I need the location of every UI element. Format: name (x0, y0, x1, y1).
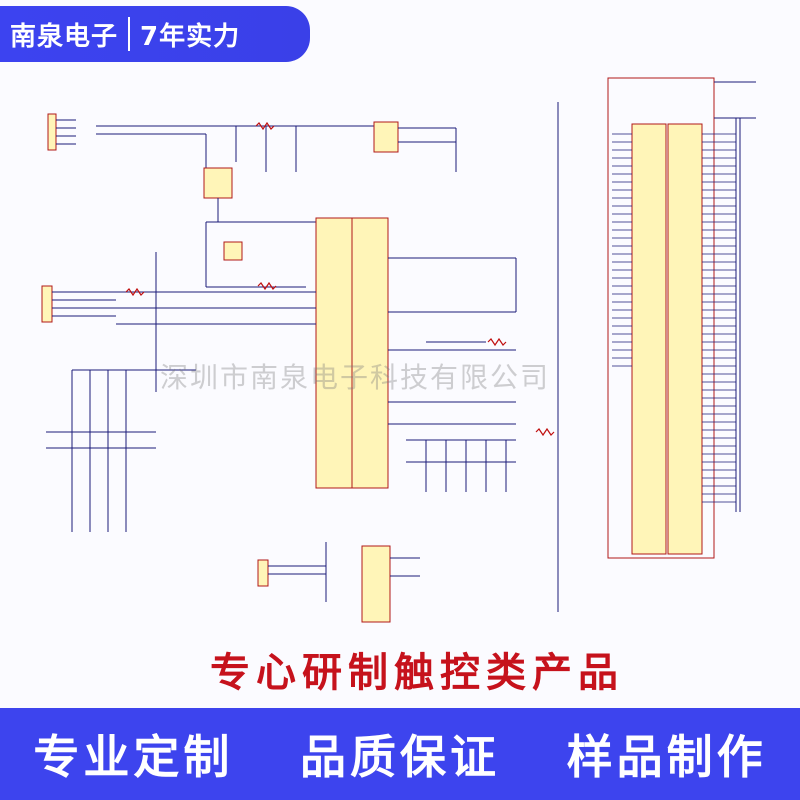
tag-custom: 专业定制 (33, 730, 234, 784)
tag-quality: 品质保证 (299, 730, 500, 784)
bottom-bar: 专业定制 品质保证 样品制作 (0, 708, 800, 800)
company-watermark: 深圳市南泉电子科技有限公司 (160, 361, 551, 394)
circuit-schematic (41, 77, 756, 623)
banner-separator (128, 17, 131, 51)
brand-name: 南泉电子 (10, 21, 119, 52)
years-experience: 7年实力 (140, 21, 241, 52)
top-banner: 南泉电子 7年实力 (0, 6, 310, 62)
slogan-text: 专心研制触控类产品 (210, 649, 624, 696)
tag-sample: 样品制作 (566, 730, 767, 784)
